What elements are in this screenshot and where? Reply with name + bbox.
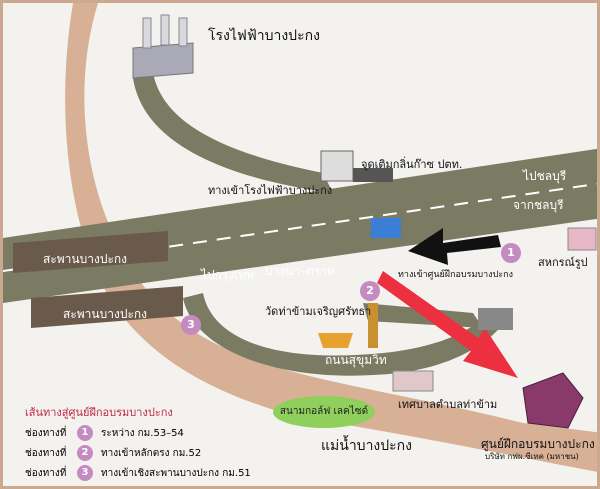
center-name-label: ศูนย์ฝึกอบรมบางปะกง xyxy=(481,437,595,451)
legend-text: ระหว่าง กม.53–54 xyxy=(101,427,184,439)
legend-row: ช่องทางที่ 2 ทางเข้าหลักตรง กม.52 xyxy=(25,445,305,461)
plant-entrance-label: ทางเข้าโรงไฟฟ้าบางปะกง xyxy=(208,184,333,197)
municipality-label: เทศบาลตำบลท่าข้าม xyxy=(398,398,498,411)
bridge-1-shape xyxy=(13,231,168,273)
cooperative-label: สหกรณ์รูป xyxy=(538,256,588,269)
legend-text: ทางเข้าเชิงสะพานบางปะกง กม.51 xyxy=(101,467,251,479)
legend-badge: 3 xyxy=(77,465,93,481)
power-plant-building xyxy=(132,42,194,79)
legend-prefix: ช่องทางที่ xyxy=(25,447,67,459)
bridge-2-shape xyxy=(31,286,183,328)
legend-title: เส้นทางสู่ศูนย์ฝึกอบรมบางปะกง xyxy=(25,406,173,419)
sukhumvit-label: ถนนสุขุมวิท xyxy=(325,353,387,367)
legend-badge: 2 xyxy=(77,445,93,461)
cooperative-building xyxy=(567,227,597,251)
bridge-2-label: สะพานบางปะกง xyxy=(63,307,148,321)
legend-text: ทางเข้าหลักตรง กม.52 xyxy=(101,447,202,459)
map-graphics xyxy=(3,3,597,472)
road-sukhumvit-loop xyxy=(183,293,508,376)
power-plant-label: โรงไฟฟ้าบางปะกง xyxy=(208,28,320,44)
to-chonburi-label: ไปชลบุรี xyxy=(523,169,567,183)
road-to-power-plant xyxy=(133,73,333,193)
arrow-red xyxy=(377,271,518,378)
company-label: บริษัท กฟผ.ซีเทค (มหาชน) xyxy=(485,452,579,461)
temple-building xyxy=(318,333,353,348)
river-label: แม่น้ำบางปะกง xyxy=(321,438,412,454)
highway-bangna-trat xyxy=(3,148,597,303)
truck xyxy=(478,308,513,330)
temple-label: วัดท่าข้ามเจริญศรัทธา xyxy=(265,305,372,318)
route-badge-2: 2 xyxy=(360,281,380,301)
arrow-black xyxy=(408,228,501,265)
from-chonburi-label: จากชลบุรี xyxy=(513,198,564,212)
legend-prefix: ช่องทางที่ xyxy=(25,467,67,479)
river xyxy=(65,3,597,472)
bangna-trat-label: บางนา–ตราด xyxy=(265,264,335,278)
legend-badge: 1 xyxy=(77,425,93,441)
gas-station-structure xyxy=(320,150,354,182)
golf-course: สนามกอล์ฟ เลคไซด์ xyxy=(273,396,375,428)
to-bangkok-label: ไปกรุงเทพ xyxy=(201,268,255,282)
route-badge-1: 1 xyxy=(501,243,521,263)
center-entrance-label: ทางเข้าศูนย์ฝึกอบรมบางปะกง xyxy=(398,270,513,280)
municipality-building xyxy=(392,370,434,392)
center-gate xyxy=(371,218,401,238)
training-center-building xyxy=(522,372,584,429)
bridge-1-label: สะพานบางปะกง xyxy=(43,252,128,266)
gas-station-label: จุดเติมกลิ่นก๊าซ ปตท. xyxy=(361,158,463,171)
legend-row: ช่องทางที่ 1 ระหว่าง กม.53–54 xyxy=(25,425,305,441)
route-badge-3: 3 xyxy=(181,315,201,335)
legend: เส้นทางสู่ศูนย์ฝึกอบรมบางปะกง ช่องทางที่… xyxy=(25,403,305,485)
legend-prefix: ช่องทางที่ xyxy=(25,427,67,439)
legend-row: ช่องทางที่ 3 ทางเข้าเชิงสะพานบางปะกง กม.… xyxy=(25,465,305,481)
